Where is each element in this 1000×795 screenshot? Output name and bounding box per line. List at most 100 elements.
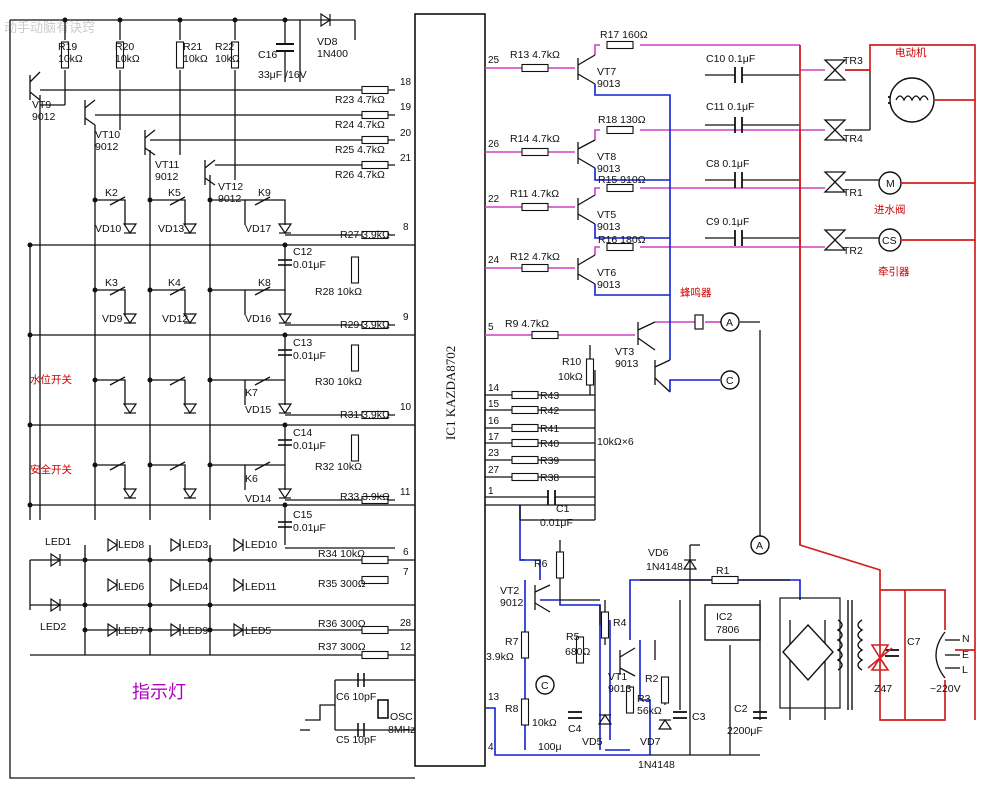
r31-label: R31 3.9kΩ: [340, 409, 390, 421]
ic1-chip: [414, 13, 486, 767]
vt10-label: VT10: [95, 129, 120, 141]
c2-label: C2: [734, 703, 748, 715]
r28-label: R28 10kΩ: [315, 286, 362, 298]
meter-c-mid: [720, 370, 740, 390]
r-group-label: 10kΩ×6: [597, 436, 634, 448]
buzzer-label: 蜂鸣器: [680, 286, 712, 299]
c13-label: C13: [293, 337, 312, 349]
vd6-label: VD6: [648, 547, 669, 559]
r5-label: R5: [566, 631, 580, 643]
meter-a-top: [720, 312, 740, 332]
vt6-label: VT6: [597, 267, 616, 279]
vd15-label: VD15: [245, 404, 271, 416]
r7-value: 3.9kΩ: [486, 651, 514, 663]
osc-value: 8MHz: [388, 724, 415, 736]
pin-12: 12: [400, 642, 412, 653]
r6-label: R6: [534, 558, 548, 570]
vt9-label: VT9: [32, 99, 51, 111]
mains-plug: [935, 631, 960, 679]
pin-7: 7: [403, 567, 409, 578]
c16-capacitor: [276, 43, 294, 52]
vt2-value: 9012: [500, 597, 524, 609]
c4-label: C4: [568, 723, 582, 735]
vd16-label: VD16: [245, 313, 271, 325]
vt11-label: VT11: [155, 159, 179, 171]
c2-value: 2200μF: [727, 725, 763, 737]
r12-label: R12 4.7kΩ: [510, 251, 560, 263]
led9-label: LED9: [182, 625, 208, 637]
c12-label: C12: [293, 246, 312, 258]
led3-label: LED3: [182, 539, 208, 551]
r38-label: R38: [540, 472, 559, 484]
led10-label: LED10: [245, 539, 277, 551]
transformer: [836, 600, 864, 710]
vd9-label: VD9: [102, 313, 123, 325]
vd6-value: 1N4148: [646, 561, 683, 573]
meter-c-mid-label: C: [726, 375, 734, 387]
vt10-value: 9012: [95, 141, 119, 153]
meter-a-low-label: A: [756, 540, 763, 552]
meter-a-low: [750, 535, 770, 555]
led6-label: LED6: [118, 581, 144, 593]
vt7-value: 9013: [597, 78, 621, 90]
pin-10: 10: [400, 402, 412, 413]
r9-label: R9 4.7kΩ: [505, 318, 549, 330]
r3-value: 56kΩ: [637, 705, 662, 717]
r13-label: R13 4.7kΩ: [510, 49, 560, 61]
r23-label: R23 4.7kΩ: [335, 94, 385, 106]
r2-label: R2: [645, 673, 659, 685]
r40-label: R40: [540, 438, 559, 450]
pin-4: 4: [488, 742, 494, 753]
r16-label: R16 180Ω: [598, 234, 646, 246]
vd14-label: VD14: [245, 493, 271, 505]
ic2-regulator: [704, 604, 761, 641]
r7-label: R7: [505, 636, 519, 648]
c14-value: 0.01μF: [293, 440, 326, 452]
pin-22: 22: [488, 194, 500, 205]
osc-label: OSC: [390, 711, 413, 723]
ic2-label: IC2: [716, 611, 733, 623]
tr1-label: TR1: [843, 187, 863, 199]
c1-value: 0.01μF: [540, 517, 573, 529]
r43-label: R43: [540, 390, 559, 402]
bridge-rectifier: [782, 623, 834, 682]
meter-c-low: [535, 675, 555, 695]
vt7-label: VT7: [597, 66, 616, 78]
vt8-label: VT8: [597, 151, 616, 163]
vt12-value: 9012: [218, 193, 242, 205]
r22-value: 10kΩ: [215, 53, 240, 65]
r29-label: R29 3.9kΩ: [340, 319, 390, 331]
r20-label: R20: [115, 41, 134, 53]
pin-25: 25: [488, 55, 500, 66]
r25-label: R25 4.7kΩ: [335, 144, 385, 156]
r24-label: R24 4.7kΩ: [335, 119, 385, 131]
vt1-value: 9013: [608, 683, 632, 695]
led1-label: LED1: [45, 536, 71, 548]
c16-value: 33μF /16V: [258, 69, 307, 81]
tractor-label: 牵引器: [878, 265, 910, 278]
vt1-vt2: [534, 584, 636, 677]
c10-label: C10 0.1μF: [706, 53, 755, 65]
r39-label: R39: [540, 455, 559, 467]
vd10-label: VD10: [95, 223, 121, 235]
r8-value: 10kΩ: [532, 717, 557, 729]
r34-label: R34 10kΩ: [318, 548, 365, 560]
vd13-label: VD13: [158, 223, 184, 235]
k2-label: K2: [105, 187, 118, 199]
meter-a-top-label: A: [726, 317, 733, 329]
c1-label: C1: [556, 503, 570, 515]
m-symbol-label: M: [886, 178, 895, 190]
c8-label: C8 0.1μF: [706, 158, 749, 170]
vd8-value: 1N400: [317, 48, 348, 60]
varistor-z47: [867, 644, 893, 671]
vt3-value: 9013: [615, 358, 639, 370]
pin-13: 13: [488, 692, 500, 703]
pin-16: 16: [488, 416, 500, 427]
c11-label: C11 0.1μF: [706, 101, 754, 113]
pin-27: 27: [488, 465, 500, 476]
water-level-switch-label: 水位开关: [30, 373, 72, 386]
r19-label: R19: [58, 41, 77, 53]
vt3-label: VT3: [615, 346, 634, 358]
plug-n-label: N: [962, 633, 970, 645]
